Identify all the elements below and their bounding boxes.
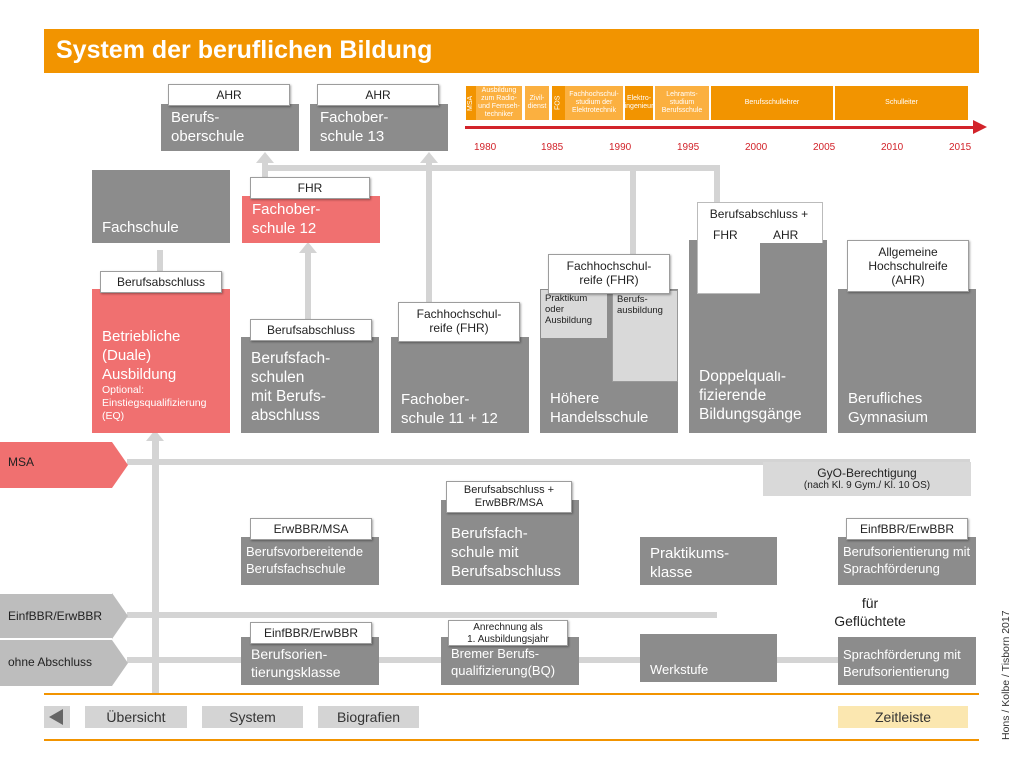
ahr-small-label: AHR [773,228,799,242]
nav-biografien[interactable]: Biografien [318,706,419,728]
timeline-item-fos[interactable]: FOS [551,86,565,120]
title-bar [44,29,979,73]
fachoberschule-12-box[interactable]: Fachober- schule 12 [242,196,380,243]
year-label: 2000 [745,142,768,153]
nav-divider [44,739,979,741]
berufsabschluss-plus-label: Berufsabschluss + [709,207,809,221]
connector-line [127,612,717,618]
connector-line [268,165,720,171]
anrechnung-label: Anrechnung als 1. Ausbildungsjahr [448,620,568,646]
duale-ausbildung-optional: Optional: Einstiegsqualifizierung (EQ) [102,384,207,422]
year-label: 2005 [813,142,836,153]
year-label: 2010 [881,142,904,153]
timeline-item-schulleiter[interactable]: Schulleiter [835,86,969,120]
berufliches-gymnasium-box[interactable]: Berufliches Gymnasium [838,289,976,433]
fachoberschule-13-box[interactable]: Fachober- schule 13 [310,104,448,151]
timeline-item-elektroingenieur[interactable]: Elektro-ingenieur [625,86,654,120]
arrow-right-icon [112,640,128,686]
timeline-item-fh-studium[interactable]: Fachhochschul-studium der Elektrotechnik [565,86,624,120]
year-label: 1980 [474,142,497,153]
berufsorientierungsklasse-box[interactable]: Berufsorien- tierungsklasse [241,637,379,685]
nav-uebersicht[interactable]: Übersicht [85,706,187,728]
year-label: 2015 [949,142,972,153]
year-label: 1990 [609,142,632,153]
timeline-item-zivildienst[interactable]: Zivil-dienst [525,86,550,120]
connector-line [630,171,636,261]
connector-line [714,165,720,205]
arrow-right-icon [112,442,128,488]
berufsfachschulen-box[interactable]: Berufsfach- schulen mit Berufs- abschlus… [241,337,379,433]
timeline-item-berufsschullehrer[interactable]: Berufsschullehrer [711,86,834,120]
ahr-label: AHR [168,84,290,106]
berufsorientierung-sprachfoerderung-box[interactable]: Berufsorientierung mit Sprachförderung [838,537,976,585]
einfbbr-erwbbr-label: EinfBBR/ErwBBR [846,518,968,540]
duale-ausbildung-title: Betriebliche (Duale) Ausbildung [102,328,181,383]
berufsausbildung-box[interactable]: Berufs- ausbildung [612,290,678,382]
fhr-small-label: FHR [713,228,738,242]
timeline-arrow-icon [973,120,987,134]
nav-system[interactable]: System [202,706,303,728]
connector-line [152,440,159,695]
gyo-subtitle: (nach Kl. 9 Gym./ Kl. 10 OS) [803,480,931,491]
timeline-item-lehramt[interactable]: Lehramts-studium Berufsschule [655,86,710,120]
credit-text: Hons / Kolbe / Tisborn 2017 [1000,610,1012,740]
praktikumsklasse-box[interactable]: Praktikums- klasse [640,537,777,585]
gyo-berechtigung-box[interactable]: GyO-Berechtigung (nach Kl. 9 Gym./ Kl. 1… [763,462,971,496]
fhr-reife-label: Fachhochschul- reife (FHR) [398,302,520,342]
connector-line [127,459,970,465]
berufsabschluss-erwbbr-label: Berufsabschluss + ErwBBR/MSA [446,481,572,513]
year-label: 1985 [541,142,564,153]
arrow-up-icon [146,430,164,441]
timeline-axis [465,126,973,129]
msa-arrow[interactable]: MSA [0,442,112,488]
nav-zeitleiste[interactable]: Zeitleiste [838,706,968,728]
berufsabschluss-label: Berufsabschluss [100,271,222,293]
arrow-up-icon [299,242,317,253]
allgemeine-hochschulreife-label: Allgemeine Hochschulreife (AHR) [847,240,969,292]
doppel-ahr-column [760,243,826,371]
back-button[interactable] [44,706,70,728]
page-title: System der beruflichen Bildung [56,36,433,64]
arrow-up-icon [256,152,274,163]
fuer-gefluechtete-note: für Geflüchtete [834,595,906,629]
bfs-mit-berufsabschluss-box[interactable]: Berufsfach- schule mit Berufsabschluss [441,500,579,585]
duale-ausbildung-box[interactable]: Betriebliche (Duale) Ausbildung Optional… [92,289,230,433]
connector-line [157,250,163,290]
berufsoberschule-box[interactable]: Berufs- oberschule [161,104,299,151]
sprachfoerderung-berufsorientierung-box[interactable]: Sprachförderung mit Berufsorientierung [838,637,976,685]
einfbbr-erwbbr-label: EinfBBR/ErwBBR [250,622,372,644]
erwbbr-msa-label: ErwBBR/MSA [250,518,372,540]
praktikum-box[interactable]: Praktikum oder Ausbildung [541,290,607,338]
ahr-label: AHR [317,84,439,106]
nav-divider [44,693,979,695]
einf-erw-arrow[interactable]: EinfBBR/ErwBBR [0,594,112,638]
connector-line [426,160,432,340]
timeline-item-msa[interactable]: MSA [465,86,476,120]
berufsvorbereitende-bfs-box[interactable]: Berufsvorbereitende Berufsfachschule [241,537,379,585]
gyo-title: GyO-Berechtigung [817,466,917,480]
ohne-abschluss-arrow[interactable]: ohne Abschluss [0,640,112,686]
fhr-reife-label: Fachhochschul- reife (FHR) [548,254,670,294]
fachschule-box[interactable]: Fachschule [92,170,230,243]
fachoberschule-11-12-box[interactable]: Fachober- schule 11 + 12 [391,337,529,433]
back-arrow-icon [49,709,63,725]
timeline-item-ausbildung[interactable]: Ausbildung zum Radio- und Fernseh-techni… [476,86,523,120]
berufsabschluss-label: Berufsabschluss [250,319,372,341]
fhr-label: FHR [250,177,370,199]
connector-line [305,250,311,340]
arrow-up-icon [420,152,438,163]
werkstufe-box[interactable]: Werkstufe [640,634,777,682]
arrow-right-icon [112,593,128,639]
year-label: 1995 [677,142,700,153]
